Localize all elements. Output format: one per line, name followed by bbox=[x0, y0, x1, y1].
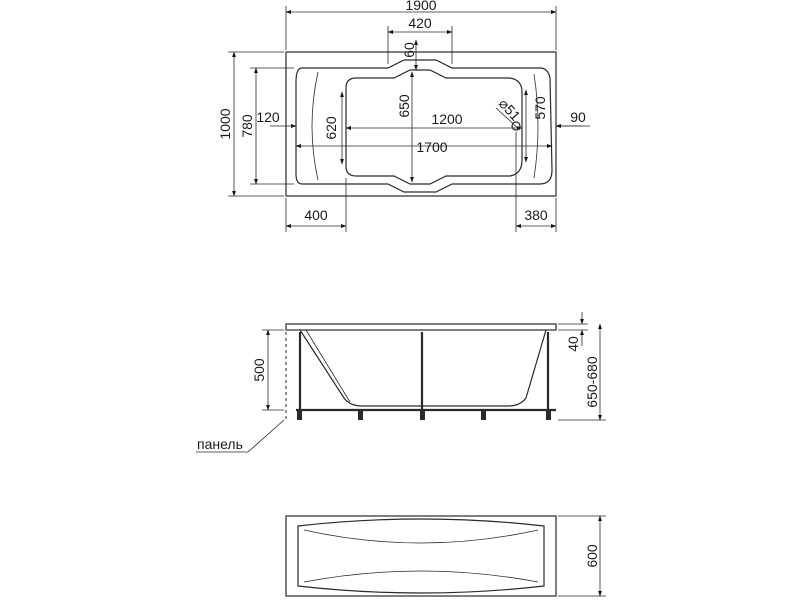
end-view: 600 bbox=[285, 515, 606, 597]
dim-notch-width: 420 bbox=[408, 15, 432, 31]
side-tub-inner bbox=[305, 329, 351, 403]
dim-headrest-width: 570 bbox=[532, 96, 548, 120]
end-inner-outline bbox=[297, 518, 545, 594]
side-contour bbox=[311, 71, 319, 181]
outer-rim bbox=[285, 51, 557, 197]
dim-inner-width: 620 bbox=[323, 116, 339, 140]
dim-end-height: 600 bbox=[584, 544, 600, 568]
dim-notch-depth: 60 bbox=[401, 42, 417, 58]
dim-end-offset: 120 bbox=[256, 109, 280, 125]
side-tub-body bbox=[299, 329, 547, 407]
dim-right-offset: 90 bbox=[570, 109, 586, 125]
dim-right-bottom: 380 bbox=[524, 207, 548, 223]
dim-drain-diameter: ⌀51 bbox=[496, 95, 524, 124]
dim-total-width: 1000 bbox=[217, 108, 233, 139]
panel-label: панель bbox=[197, 436, 243, 452]
side-rim bbox=[285, 323, 557, 331]
dim-rim-width: 780 bbox=[239, 114, 255, 138]
dim-total-height: 650-680 bbox=[584, 356, 600, 408]
dim-rim-thickness: 40 bbox=[565, 336, 581, 352]
end-outer bbox=[285, 515, 557, 597]
end-inner-curve-bottom bbox=[303, 570, 539, 583]
support-feet bbox=[297, 410, 551, 420]
top-view: 1900 420 60 1000 780 120 620 650 1200 bbox=[217, 0, 590, 232]
dim-bowl-length: 1200 bbox=[431, 111, 462, 127]
bowl-outline bbox=[345, 69, 523, 185]
dim-left-bottom: 400 bbox=[304, 207, 328, 223]
dim-side-depth: 500 bbox=[251, 358, 267, 382]
drain-circle bbox=[511, 121, 521, 131]
side-contour-right bbox=[533, 73, 539, 179]
dim-inner-length: 1700 bbox=[416, 139, 447, 155]
inner-tub-outline bbox=[295, 59, 553, 193]
end-inner-curve-top bbox=[303, 529, 539, 544]
dim-total-length: 1900 bbox=[405, 0, 436, 13]
side-view: 500 40 650-680 панель bbox=[196, 312, 606, 453]
dim-bowl-width: 650 bbox=[396, 94, 412, 118]
